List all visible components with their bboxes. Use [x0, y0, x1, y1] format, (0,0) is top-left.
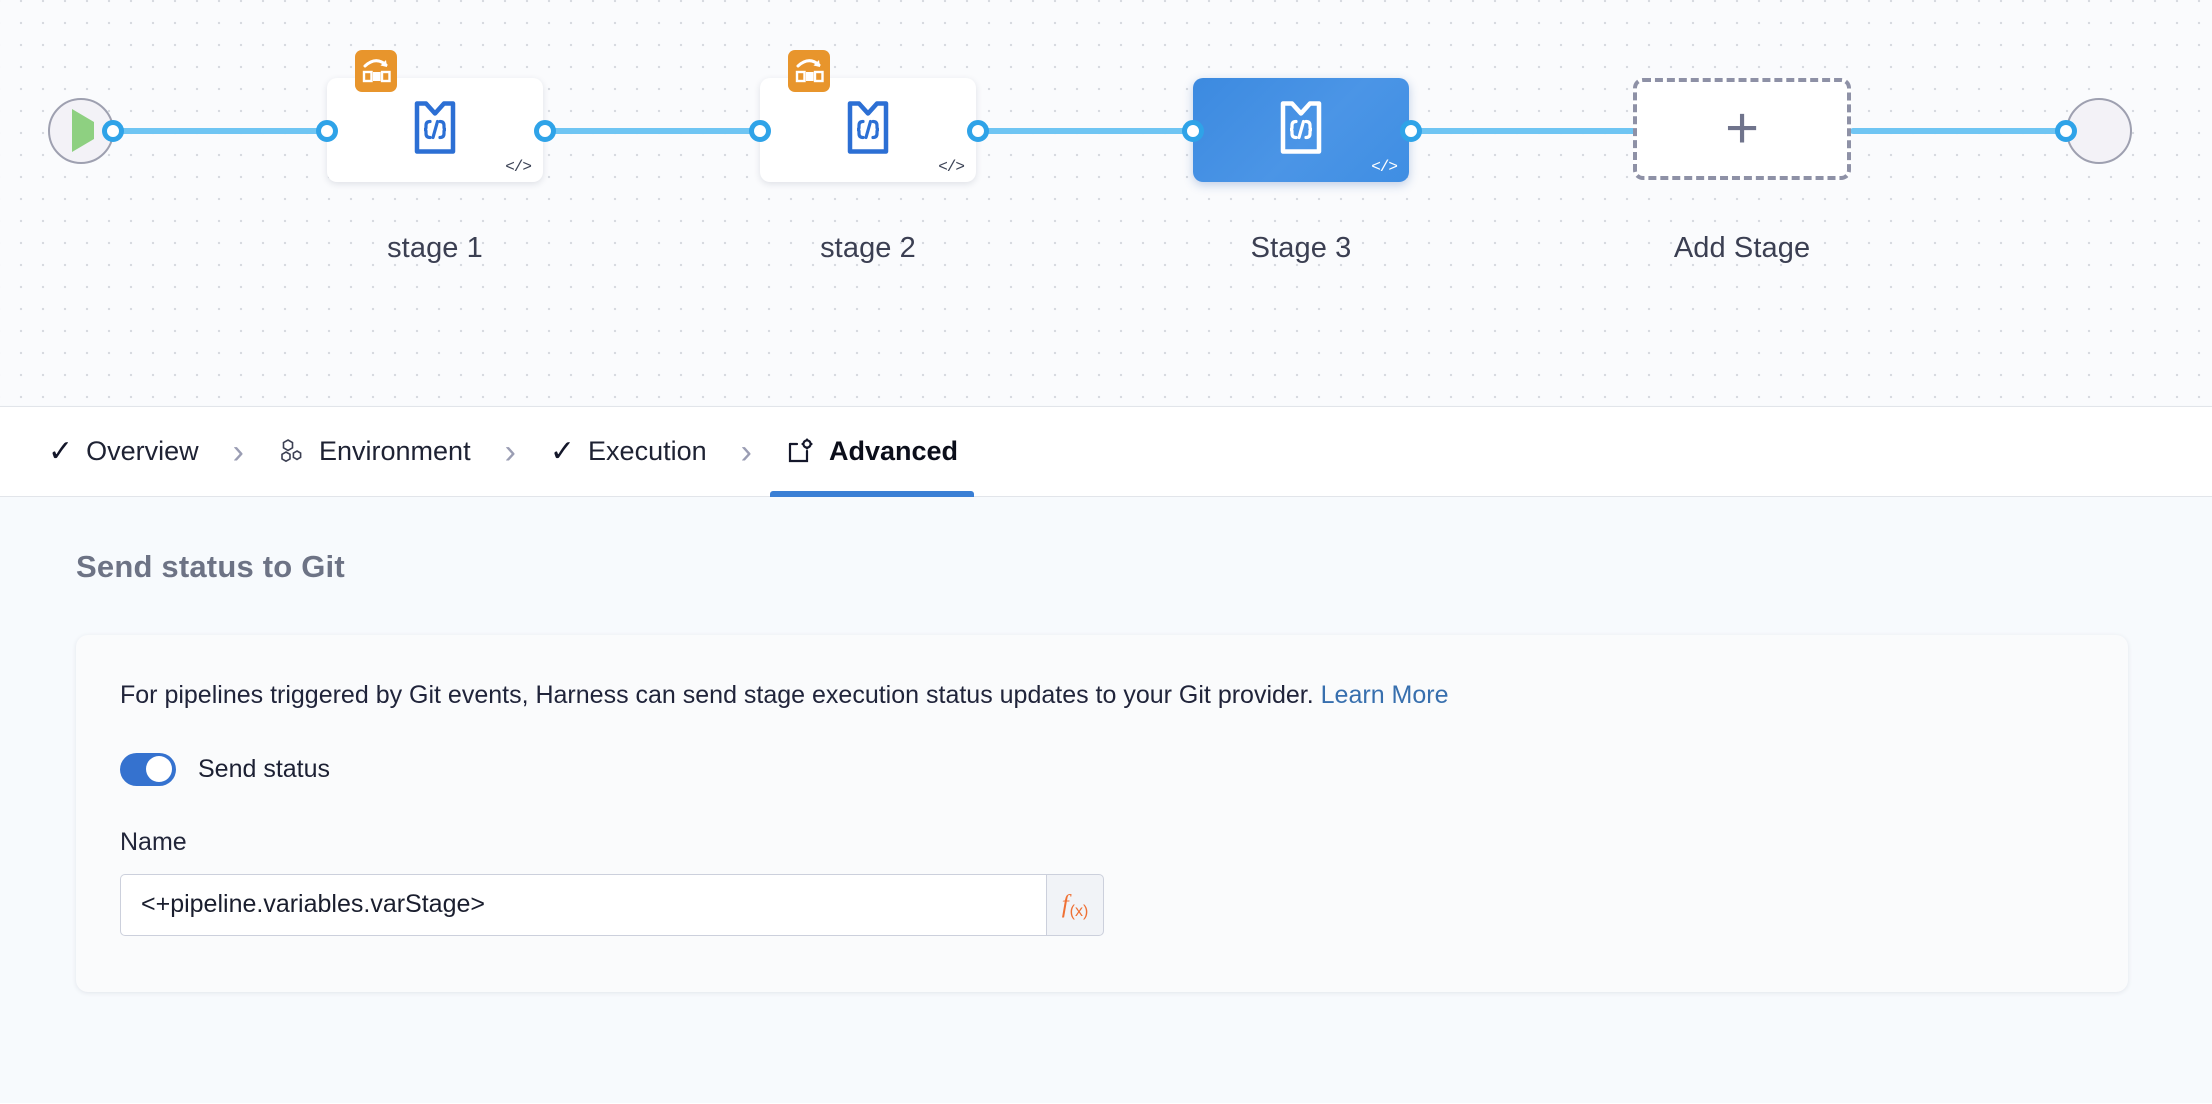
add-stage-button[interactable]: +: [1633, 78, 1851, 180]
name-field-label: Name: [120, 827, 187, 856]
port-stage3-out[interactable]: [1400, 120, 1422, 142]
custom-stage-icon: [1275, 100, 1327, 161]
connector-addstage-to-end: [1850, 128, 2065, 134]
connector-stage3-to-addstage: [1410, 128, 1640, 134]
stage-node-3[interactable]: </>: [1193, 78, 1409, 182]
custom-stage-icon: [409, 100, 461, 161]
page-title: Send status to Git: [76, 549, 345, 584]
fx-sub-label: (x): [1069, 902, 1089, 920]
tab-environment-label: Environment: [319, 436, 471, 466]
send-status-description-text: For pipelines triggered by Git events, H…: [120, 681, 1314, 709]
plus-icon: +: [1725, 95, 1759, 161]
learn-more-link[interactable]: Learn More: [1320, 681, 1449, 709]
tab-advanced-label: Advanced: [828, 436, 958, 466]
custom-stage-icon: [842, 100, 894, 161]
name-field-group: f(x): [120, 873, 1104, 936]
port-start-out[interactable]: [102, 120, 124, 142]
stage-config-tabbar: ✓ Overview › Environment › ✓ Execution ›: [0, 406, 2212, 497]
port-stage2-out[interactable]: [967, 120, 989, 142]
hexagons-icon: [278, 438, 306, 466]
send-status-toggle-label: Send status: [198, 754, 331, 783]
send-status-card: For pipelines triggered by Git events, H…: [76, 635, 2128, 992]
stage-node-2[interactable]: </>: [760, 50, 976, 182]
tab-execution[interactable]: ✓ Execution: [534, 406, 723, 497]
check-icon: ✓: [48, 434, 74, 468]
port-stage2-in[interactable]: [749, 120, 771, 142]
send-status-toggle[interactable]: [120, 752, 176, 786]
chevron-right-icon: ›: [504, 432, 516, 471]
pipeline-canvas[interactable]: </> stage 1 </> stage 2: [0, 0, 2212, 406]
add-stage-label: Add Stage: [1673, 232, 1811, 264]
chevron-right-icon: ›: [740, 432, 752, 471]
tab-execution-label: Execution: [588, 436, 707, 466]
advanced-panel: Send status to Git For pipelines trigger…: [0, 497, 2212, 1103]
tab-overview[interactable]: ✓ Overview: [32, 406, 215, 497]
stage-3-label: Stage 3: [1250, 232, 1352, 264]
port-end-in[interactable]: [2055, 120, 2077, 142]
port-stage1-out[interactable]: [534, 120, 556, 142]
connector-start-to-stage1: [112, 128, 327, 134]
tab-overview-label: Overview: [86, 436, 199, 466]
stage-node-1[interactable]: </>: [327, 50, 543, 182]
send-status-toggle-row: Send status: [120, 752, 2084, 786]
tab-environment[interactable]: Environment: [262, 406, 487, 497]
chevron-right-icon: ›: [232, 432, 244, 471]
port-stage3-in[interactable]: [1182, 120, 1204, 142]
fx-label: f: [1061, 890, 1069, 918]
looping-strategy-badge-icon: [788, 50, 830, 92]
expression-fx-button[interactable]: f(x): [1046, 873, 1104, 936]
send-status-description: For pipelines triggered by Git events, H…: [120, 679, 2084, 713]
play-icon: [68, 109, 94, 152]
connector-stage2-to-stage3: [978, 128, 1193, 134]
stage-1-code-tag: </>: [505, 158, 532, 176]
connector-stage1-to-stage2: [545, 128, 760, 134]
toggle-knob: [146, 756, 172, 783]
port-stage1-in[interactable]: [316, 120, 338, 142]
looping-strategy-badge-icon: [355, 50, 397, 92]
stage-3-code-tag: </>: [1371, 158, 1398, 176]
stage-2-code-tag: </>: [938, 158, 965, 176]
stage-1-label: stage 1: [387, 232, 483, 264]
name-input[interactable]: [120, 873, 1046, 936]
tab-advanced[interactable]: Advanced: [769, 406, 975, 497]
stage-2-label: stage 2: [820, 232, 916, 264]
check-icon: ✓: [549, 434, 576, 468]
advanced-gear-icon: [786, 437, 816, 467]
